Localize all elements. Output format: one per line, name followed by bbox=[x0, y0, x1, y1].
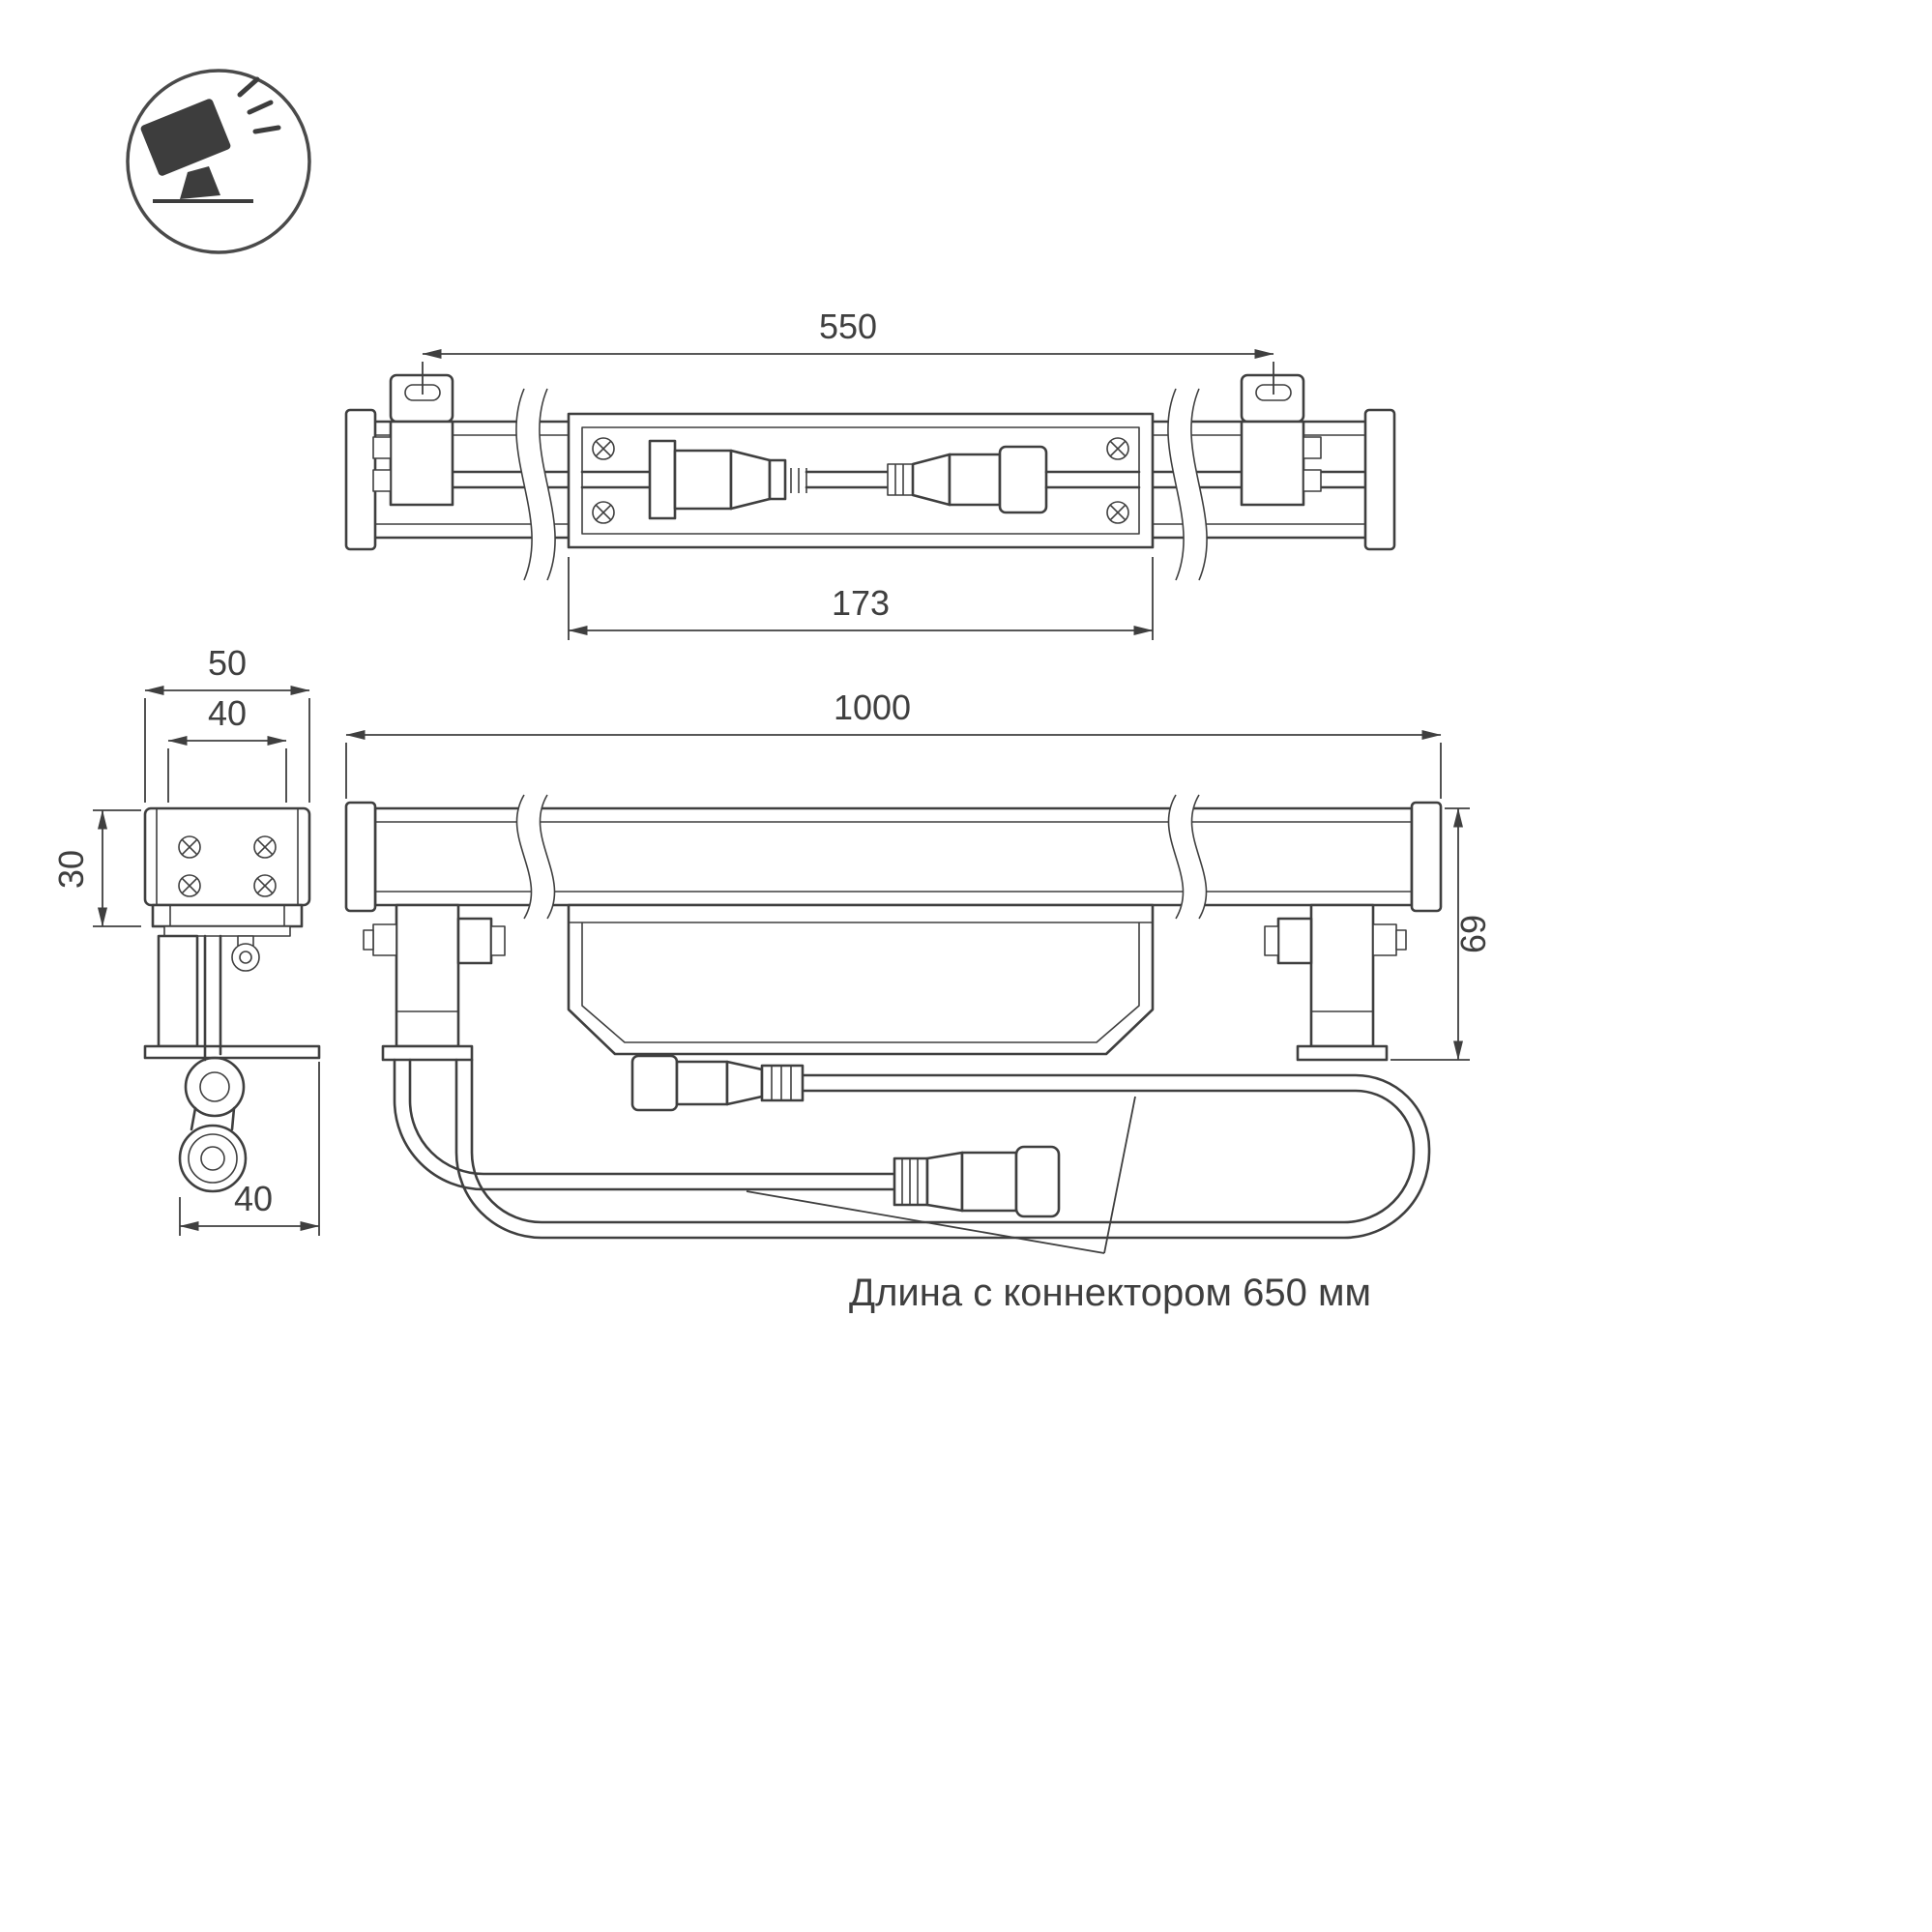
break-mark bbox=[1167, 794, 1208, 920]
pivot-bolt bbox=[231, 943, 260, 972]
end-cap-right bbox=[1363, 408, 1396, 551]
clamp-knob bbox=[456, 917, 493, 965]
bolt-head bbox=[1303, 436, 1322, 459]
break-mark bbox=[515, 794, 556, 920]
dim-50-label: 50 bbox=[208, 643, 247, 683]
dimension-bracket-width-outer: 50 bbox=[144, 643, 310, 803]
caption-leader-line bbox=[746, 1190, 1105, 1254]
end-cap-left bbox=[344, 801, 377, 913]
dim-30-label: 30 bbox=[51, 850, 91, 889]
side-view: 50 40 30 40 bbox=[51, 643, 321, 1236]
floodlight-icon bbox=[140, 76, 281, 203]
side-view-cable bbox=[178, 934, 248, 1193]
screw bbox=[1106, 501, 1129, 524]
end-cap-left bbox=[344, 408, 377, 551]
caption-leader-line bbox=[1103, 1096, 1136, 1254]
top-view: 550 173 bbox=[344, 307, 1396, 640]
supply-cable bbox=[393, 1058, 896, 1191]
connector-pair-top-view bbox=[580, 439, 1141, 520]
dimension-mount-spacing: 550 bbox=[422, 307, 1274, 395]
connector-end-view bbox=[178, 1124, 248, 1193]
mount-bracket-left-front-view bbox=[363, 903, 506, 1062]
clamp-knob bbox=[1276, 917, 1313, 965]
screw bbox=[1106, 437, 1129, 460]
dim-40-bottom-label: 40 bbox=[234, 1179, 273, 1218]
side-view-body bbox=[143, 806, 311, 937]
dim-173-label: 173 bbox=[832, 583, 890, 623]
bolt-head bbox=[372, 436, 392, 459]
dimension-body-height: 69 bbox=[1390, 807, 1493, 1061]
connector-upper bbox=[630, 1054, 805, 1112]
light-rays-icon bbox=[237, 76, 281, 134]
bracket-foot bbox=[1296, 1044, 1389, 1062]
bolt-head bbox=[372, 469, 392, 492]
cable-loop bbox=[184, 1056, 246, 1118]
screw bbox=[178, 835, 201, 859]
end-cap-right bbox=[1410, 801, 1443, 913]
dim-1000-label: 1000 bbox=[834, 688, 911, 727]
bracket-foot bbox=[381, 1044, 474, 1062]
dim-550-label: 550 bbox=[819, 307, 877, 346]
mount-bracket-right-top-view bbox=[1240, 373, 1322, 507]
product-type-badge bbox=[126, 69, 311, 254]
bolt-head bbox=[1372, 923, 1397, 956]
break-mark bbox=[1167, 388, 1208, 581]
driver-housing bbox=[567, 903, 1155, 1056]
wiring-module bbox=[567, 412, 1155, 549]
mount-bracket-left-top-view bbox=[372, 373, 454, 507]
screw bbox=[253, 874, 277, 897]
connector-length-caption: Длина с коннектором 650 мм bbox=[849, 1272, 1371, 1314]
dimension-bracket-height: 30 bbox=[51, 809, 141, 927]
badge-circle bbox=[126, 69, 311, 254]
screw bbox=[253, 835, 277, 859]
dimension-overall-length: 1000 bbox=[345, 688, 1442, 799]
caption-group: Длина с коннектором 650 мм bbox=[746, 1096, 1371, 1314]
break-mark bbox=[515, 388, 556, 581]
loop-cable bbox=[454, 1058, 1431, 1240]
bracket-foot bbox=[143, 1044, 321, 1060]
dim-40-top-label: 40 bbox=[208, 693, 247, 733]
dimension-bracket-foot: 40 bbox=[179, 1062, 320, 1236]
side-view-bracket-arm bbox=[143, 934, 321, 1060]
dimension-bracket-width-inner: 40 bbox=[167, 693, 287, 803]
front-view: 1000 69 bbox=[344, 688, 1493, 1240]
connector-lower bbox=[893, 1145, 1061, 1218]
dimension-module-length: 173 bbox=[568, 557, 1154, 640]
dim-69-label: 69 bbox=[1453, 915, 1493, 953]
bolt-head bbox=[372, 923, 397, 956]
screw bbox=[592, 437, 615, 460]
screw bbox=[178, 874, 201, 897]
mount-bracket-right-front-view bbox=[1264, 903, 1407, 1062]
screw bbox=[592, 501, 615, 524]
bolt-head bbox=[1303, 469, 1322, 492]
